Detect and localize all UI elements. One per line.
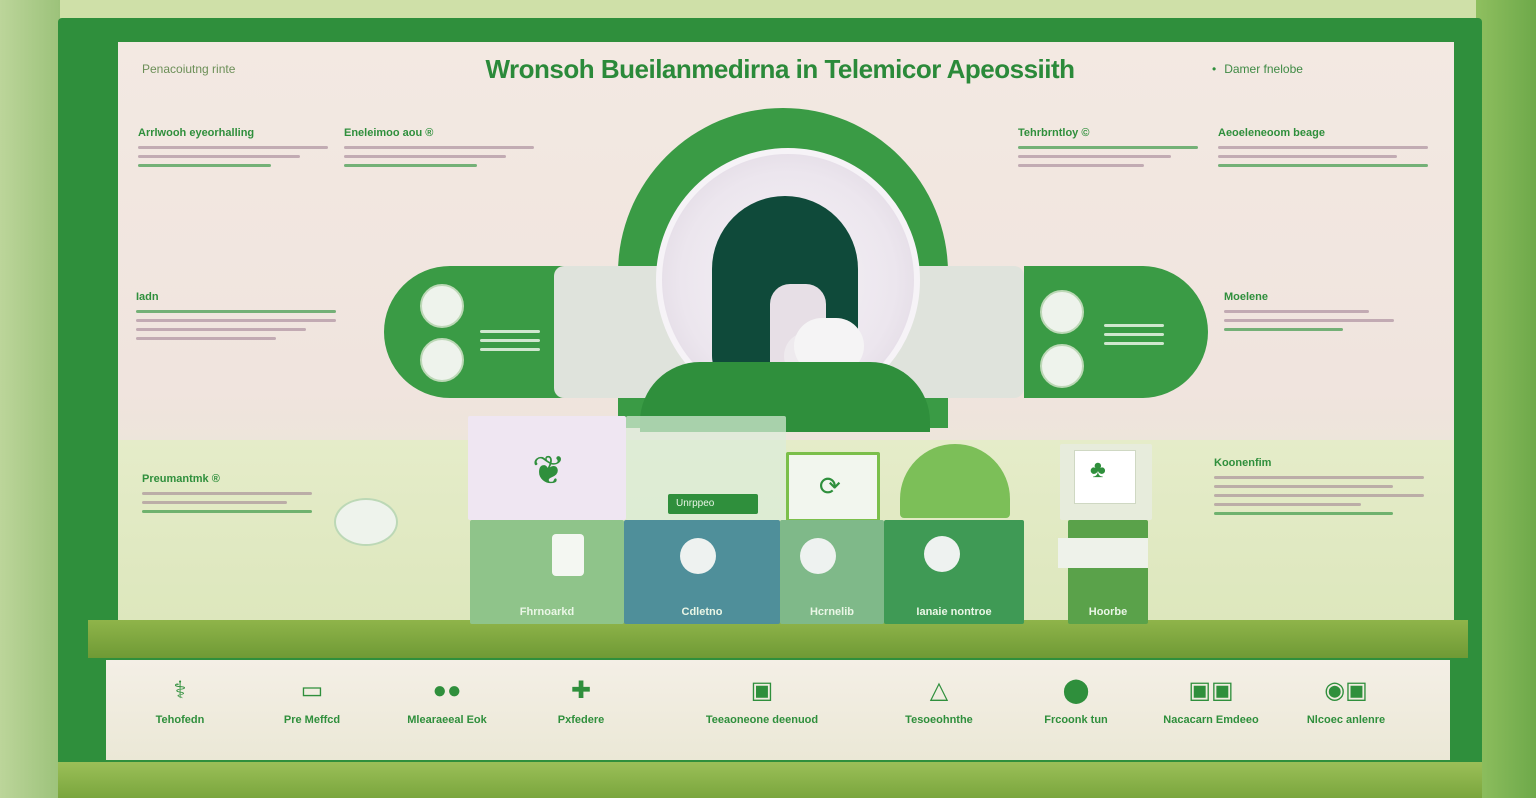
triangle-icon: △	[929, 677, 949, 704]
right-panel-1: Tehrbrntloy ©	[1018, 126, 1198, 173]
background-right	[1476, 0, 1536, 798]
footer-item-9: ◉▣ Nlcoec anlenre	[1286, 676, 1406, 726]
device-badge: Unrppeo	[668, 494, 758, 514]
option-card-4[interactable]: Ianaie nontroe	[884, 520, 1024, 624]
option-card-1[interactable]: Fhrnoarkd	[470, 520, 624, 624]
left-chat-bubble-icon	[334, 498, 398, 546]
footer-item-8: ▣▣ Nacacarn Emdeeo	[1156, 676, 1266, 726]
footer-item-7: ⬤ Frcoonk tun	[1026, 676, 1126, 726]
people-icon: ●●	[432, 677, 462, 704]
right-panel-4: Koonenfim	[1214, 456, 1424, 521]
option-card-3[interactable]: Hcrnelib	[780, 520, 884, 624]
leaf-bubble-icon	[420, 284, 464, 328]
leaf-bubble-icon	[420, 338, 464, 382]
cannabis-card: ❦	[468, 416, 626, 520]
screen-card: ⟳	[786, 452, 880, 522]
tablet-card: ♣	[1060, 444, 1152, 520]
left-panel-2: Eneleimoo aou ®	[344, 126, 534, 173]
cannabis-leaf-icon: ❦	[532, 449, 566, 493]
poster-title: Wronsoh Bueilanmedirna in Telemicor Apeo…	[485, 54, 1075, 84]
left-panel-4: Preumantmk ®	[142, 472, 312, 519]
bottom-bar	[58, 762, 1482, 798]
chat-panel-icon	[1058, 538, 1148, 568]
left-panel-1-heading: Arrlwooh eyeorhalling	[138, 127, 255, 139]
left-panel-4-heading: Preumantmk ®	[142, 473, 220, 485]
heart-icon	[680, 538, 716, 574]
option-card-5[interactable]: Hoorbe	[1058, 520, 1148, 624]
left-panel-1: Arrlwooh eyeorhalling	[138, 126, 328, 173]
footer-item-2: ▭ Pre Meffcd	[262, 676, 362, 726]
right-panel-4-heading: Koonenfim	[1214, 457, 1272, 469]
leaf-bubble-icon	[1040, 290, 1084, 334]
right-panel-1-heading: Tehrbrntloy ©	[1018, 127, 1090, 139]
right-panel-2-heading: Aeoeleneoom beage	[1218, 127, 1325, 139]
option-card-2[interactable]: Cdletno	[624, 520, 780, 624]
badge-icon: ▣	[750, 677, 774, 704]
right-panel-2: Aeoeleneoom beage	[1218, 126, 1428, 173]
poster-shelf	[88, 620, 1468, 658]
left-panel-3: Iadn	[136, 290, 336, 346]
leaf-bubble-icon	[1040, 344, 1084, 388]
right-panel-3: Moelene	[1224, 290, 1394, 337]
screen-icon: ▭	[300, 677, 324, 704]
footer-item-1: ⚕ Tehofedn	[140, 676, 220, 726]
tree-icon: ♣	[1090, 456, 1106, 483]
footer-item-4: ✚ Pxfedere	[536, 676, 626, 726]
top-right-note: Damer fnelobe	[1212, 62, 1303, 76]
footer-item-6: △ Tesoeohnthe	[884, 676, 994, 726]
footer-item-3: ●● Mlearaeeal Eok	[392, 676, 502, 726]
footer-strip	[106, 660, 1450, 760]
stethoscope-icon: ⚕	[173, 677, 187, 704]
refresh-icon: ⟳	[819, 471, 841, 501]
top-left-note: Penacoiutng rinte	[142, 62, 236, 76]
info-circle-icon	[924, 536, 960, 572]
phone-icon	[552, 534, 584, 576]
left-panel-2-heading: Eneleimoo aou ®	[344, 127, 434, 139]
circle-icon: ⬤	[1062, 677, 1090, 704]
footer-item-5: ▣ Teeaoneone deenuod	[682, 676, 842, 726]
leaf-circle-icon	[800, 538, 836, 574]
background-left	[0, 0, 60, 798]
plus-icon: ✚	[570, 677, 592, 704]
right-panel-3-heading: Moelene	[1224, 291, 1269, 303]
check-icon: ◉▣	[1324, 677, 1368, 704]
left-panel-3-heading: Iadn	[136, 291, 159, 303]
device-icon: ▣▣	[1188, 677, 1234, 704]
